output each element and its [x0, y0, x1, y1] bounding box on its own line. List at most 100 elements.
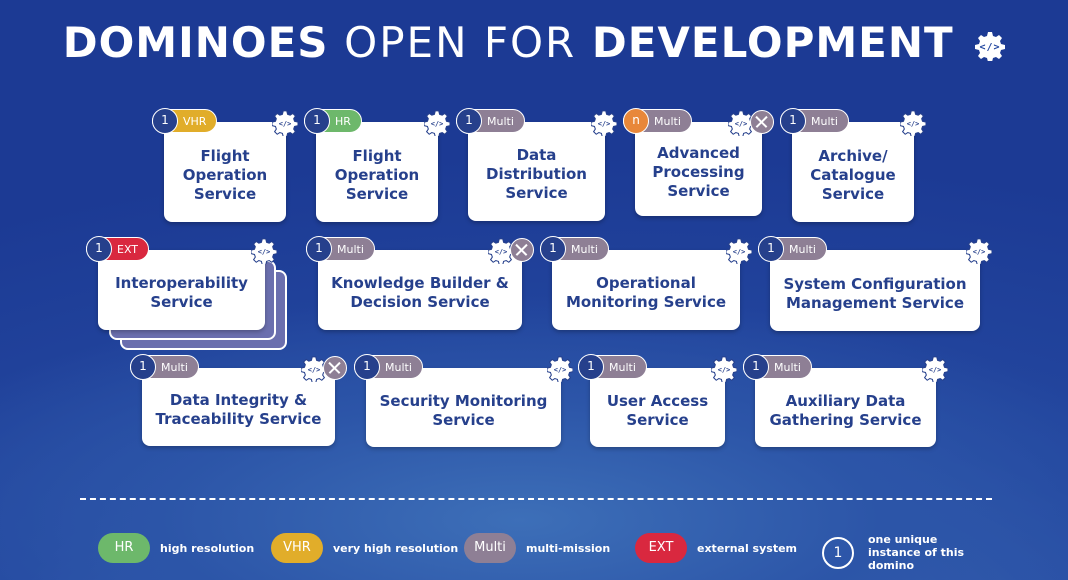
svg-text:</>: </>: [598, 120, 611, 128]
instance-badge: 1: [354, 354, 380, 380]
legend-badge: EXT: [635, 533, 687, 563]
gear-code-icon: </>: [710, 356, 738, 387]
instance-badge: n: [623, 108, 649, 134]
svg-text:</>: </>: [973, 248, 986, 256]
card-label: Data Distribution Service: [486, 146, 587, 202]
svg-text:</>: </>: [495, 248, 508, 256]
legend-item: EXT external system: [635, 533, 797, 563]
title-part3: DEVELOPMENT: [591, 18, 954, 67]
svg-text:</>: </>: [735, 120, 748, 128]
card-label: Security Monitoring Service: [379, 391, 548, 429]
card-label: Operational Monitoring Service: [565, 274, 727, 311]
svg-text:</>: </>: [554, 366, 567, 374]
instance-badge: 1: [86, 236, 112, 262]
instance-badge: 1: [578, 354, 604, 380]
svg-text:</>: </>: [308, 366, 321, 374]
legend-instance-badge: 1: [822, 536, 854, 569]
card-label: Flight Operation Service: [182, 146, 268, 203]
card-label: Flight Operation Service: [334, 146, 420, 203]
svg-text:</>: </>: [980, 42, 1001, 53]
legend-badge: HR: [98, 533, 150, 563]
gear-code-icon: </>: [975, 31, 1006, 61]
legend-item: VHR very high resolution: [271, 533, 458, 563]
gear-code-icon: </>: [271, 110, 299, 141]
close-icon: [510, 238, 534, 262]
gear-code-icon: </>: [899, 110, 927, 141]
divider: [80, 498, 992, 500]
instance-badge: 1: [743, 354, 769, 380]
card-label: Interoperability Service: [115, 274, 248, 311]
svg-text:</>: </>: [279, 120, 292, 128]
svg-text:</>: </>: [907, 120, 920, 128]
svg-text:</>: </>: [929, 366, 942, 374]
instance-badge: 1: [152, 108, 178, 134]
card-label: Auxiliary Data Gathering Service: [769, 391, 922, 429]
instance-badge: 1: [306, 236, 332, 262]
card-label: Data Integrity & Traceability Service: [155, 391, 322, 428]
legend-item: HR high resolution: [98, 533, 254, 563]
legend-label: external system: [697, 541, 797, 555]
svg-text:</>: </>: [718, 366, 731, 374]
instance-badge: 1: [130, 354, 156, 380]
card-label: User Access Service: [606, 391, 709, 429]
instance-badge: 1: [456, 108, 482, 134]
instance-badge: 1: [540, 236, 566, 262]
gear-code-icon: </>: [590, 110, 618, 141]
svg-text:</>: </>: [431, 120, 444, 128]
title-part1: DOMINOES: [62, 18, 329, 67]
instance-badge: 1: [304, 108, 330, 134]
gear-code-icon: </>: [921, 356, 949, 387]
gear-code-icon: </>: [250, 238, 278, 269]
instance-badge: 1: [780, 108, 806, 134]
page-title: DOMINOES OPEN FOR DEVELOPMENT </>: [0, 18, 1068, 67]
gear-code-icon: </>: [725, 238, 753, 269]
title-part2: OPEN FOR: [344, 18, 577, 67]
legend-label: one unique instance of this domino: [868, 533, 965, 572]
gear-code-icon: </>: [423, 110, 451, 141]
legend-label: very high resolution: [333, 541, 459, 555]
card-label: Archive/ Catalogue Service: [810, 146, 896, 203]
legend-item-instance: 1 one unique instance of this domino: [822, 533, 988, 572]
legend-label: multi-mission: [526, 541, 611, 555]
gear-code-icon: </>: [546, 356, 574, 387]
instance-badge: 1: [758, 236, 784, 262]
svg-text:</>: </>: [258, 248, 271, 256]
svg-text:</>: </>: [733, 248, 746, 256]
legend-badge: Multi: [464, 533, 516, 563]
card-label: Knowledge Builder & Decision Service: [331, 274, 509, 311]
legend-item: Multi multi-mission: [464, 533, 610, 563]
gear-code-icon: </>: [965, 238, 993, 269]
legend-label: high resolution: [160, 541, 255, 555]
close-icon: [750, 110, 774, 134]
card-label: System Configuration Management Service: [783, 274, 967, 312]
card-label: Advanced Processing Service: [652, 143, 745, 200]
legend-badge: VHR: [271, 533, 323, 563]
close-icon: [323, 356, 347, 380]
